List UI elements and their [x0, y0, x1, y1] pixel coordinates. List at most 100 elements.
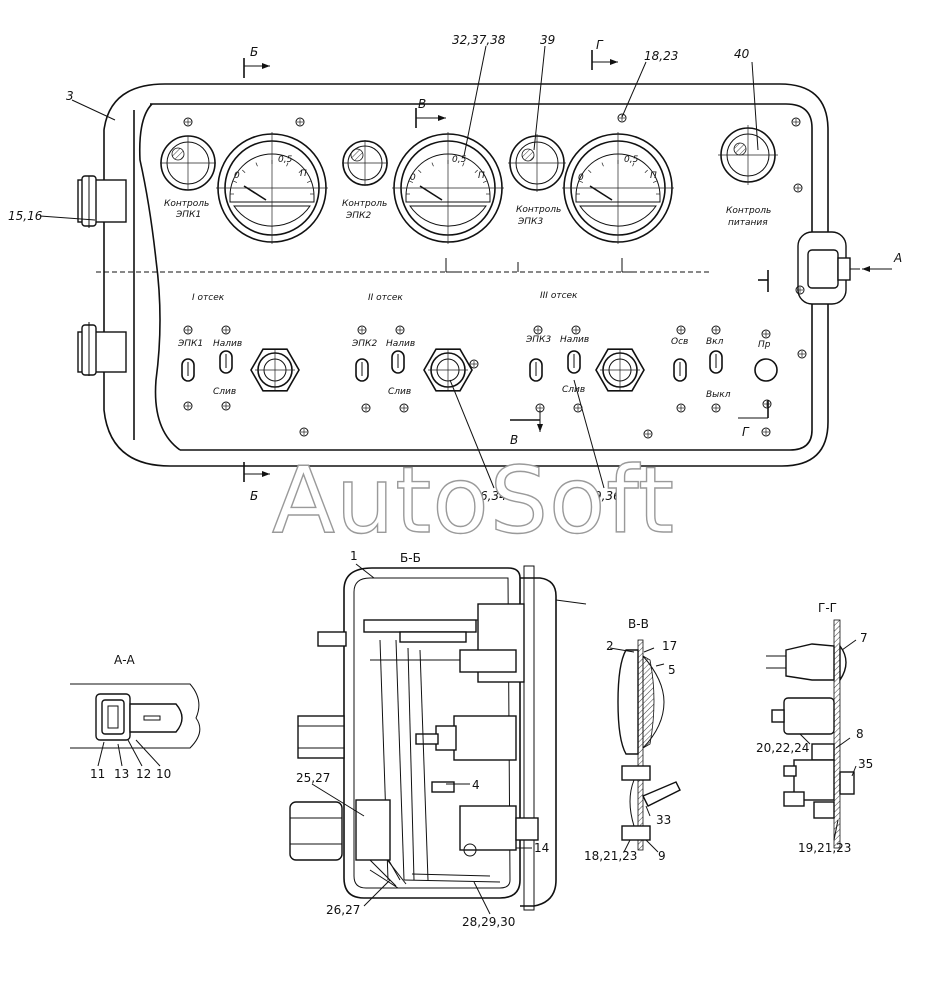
gauge-face [405, 153, 491, 203]
indicator-lamp-epk2 [342, 140, 388, 186]
screw [357, 325, 367, 335]
bb-callout-1: 1 [350, 549, 358, 563]
caption-sw-epk1: ЭПК1 [177, 339, 203, 349]
mark-g-bottom: Г [742, 425, 750, 439]
caption-kontrol-epk3-line1: Контроль [516, 205, 561, 215]
gauge-tick [306, 180, 311, 183]
screw [795, 285, 805, 295]
screw [797, 349, 807, 359]
caption-sw-epk2: ЭПК2 [351, 339, 377, 349]
caption-kontrol-epk2-line1: Контроль [342, 199, 387, 209]
toggle-body [567, 350, 581, 374]
aa-callout-13: 13 [114, 767, 129, 781]
gauge-tick [482, 180, 487, 183]
caption-sw-sliv1: Слив [213, 387, 236, 397]
caption-sw-epk3: ЭПК3 [525, 335, 551, 345]
toggle-body [529, 358, 543, 382]
section-g-g [766, 619, 857, 849]
caption-kontrol-epk2-line2: ЭПК2 [345, 211, 371, 221]
caption-sw-naliv2: Налив [386, 339, 415, 349]
mark-a-side: А [893, 251, 902, 265]
caption-kontrol-epk1-line2: ЭПК1 [175, 210, 201, 220]
toggle-switches [181, 350, 723, 382]
callout-40: 40 [734, 47, 750, 61]
screw [395, 325, 405, 335]
hinge-top [77, 175, 127, 228]
gg-callout-35: 35 [858, 757, 873, 771]
side-connector [797, 231, 860, 305]
screw [617, 113, 627, 123]
callout-6-34: 6,34 [480, 489, 507, 503]
gauge-tick [255, 162, 258, 167]
gauge-lower-window [409, 205, 487, 227]
gauge2-zero-label: 0 [410, 173, 416, 183]
control-panel-front-view: 0 0,5 П 0 0,5 П 0 0,5 П Контроль ЭПК1 Ко… [8, 33, 902, 503]
screw [643, 429, 653, 439]
screw [299, 427, 309, 437]
test-button [754, 358, 778, 382]
mark-b-bottom: Б [250, 489, 258, 503]
caption-compartment-2: II отсек [368, 293, 403, 303]
caption-sw-sliv3: Слив [562, 385, 585, 395]
callout-32-37-38: 32,37,38 [452, 33, 506, 47]
gauge-face [575, 153, 661, 203]
gauge-tick [652, 180, 657, 183]
gauge-needle [243, 185, 267, 201]
mark-g-top: Г [596, 38, 604, 52]
gg-callout-20-22-24: 20,22,24 [756, 741, 809, 755]
screw [361, 403, 371, 413]
indicator-lamp-epk3 [508, 134, 566, 192]
vv-callout-18-21-23: 18,21,23 [584, 849, 637, 863]
hex-connector-3 [595, 348, 645, 392]
level-gauge-3 [562, 132, 674, 244]
vv-callout-2: 2 [606, 639, 614, 653]
aa-callout-10: 10 [156, 767, 171, 781]
gauge1-zero-label: 0 [234, 171, 240, 181]
toggle-body [391, 350, 405, 374]
callout-18-23: 18,23 [644, 49, 678, 63]
gauge-lower-window [233, 205, 311, 227]
caption-kontrol-power-line2: питания [728, 218, 768, 228]
gauge3-full-label: П [650, 171, 657, 181]
bb-callout-26-27: 26,27 [326, 903, 360, 917]
gauge3-half-label: 0,5 [624, 155, 639, 165]
mark-b-top: Б [250, 45, 258, 59]
caption-kontrol-power-line1: Контроль [726, 206, 771, 216]
caption-sw-vkl: Вкл [706, 337, 724, 347]
caption-sw-vykl: Выкл [706, 390, 731, 400]
section-marks [243, 50, 892, 482]
hex-nut [423, 348, 473, 392]
toggle-body [219, 350, 233, 374]
mark-v-bottom: В [510, 433, 518, 447]
gauge-tick [409, 180, 414, 183]
gg-callout-19-21-23: 19,21,23 [798, 841, 851, 855]
caption-compartment-1: I отсек [192, 293, 225, 303]
hex-connector-2 [423, 348, 473, 392]
hinge-bottom [77, 322, 127, 376]
gg-callout-7: 7 [860, 631, 868, 645]
gauge-tick [233, 180, 238, 183]
caption-kontrol-epk1-line1: Контроль [164, 199, 209, 209]
gauge2-half-label: 0,5 [452, 155, 467, 165]
callout-3: 3 [66, 89, 74, 103]
gauge-needle [419, 185, 443, 201]
gauge-face [229, 153, 315, 203]
screw [791, 117, 801, 127]
screw [676, 403, 686, 413]
toggle-body [673, 358, 687, 382]
gauge-tick [298, 169, 302, 174]
gauge-needle [589, 185, 613, 201]
screw [399, 403, 409, 413]
gauge2-full-label: П [478, 171, 485, 181]
view-g-g-title: Г-Г [818, 601, 837, 615]
gauge1-half-label: 0,5 [278, 155, 293, 165]
view-v-v-title: В-В [628, 617, 649, 631]
caption-kontrol-epk3-line2: ЭПК3 [517, 217, 543, 227]
gauge-tick [579, 180, 584, 183]
screw [793, 183, 803, 193]
screw [711, 403, 721, 413]
gauge-lower-window [579, 205, 657, 227]
bb-callout-28-29-30: 28,29,30 [462, 915, 515, 929]
section-b-b [289, 563, 587, 915]
